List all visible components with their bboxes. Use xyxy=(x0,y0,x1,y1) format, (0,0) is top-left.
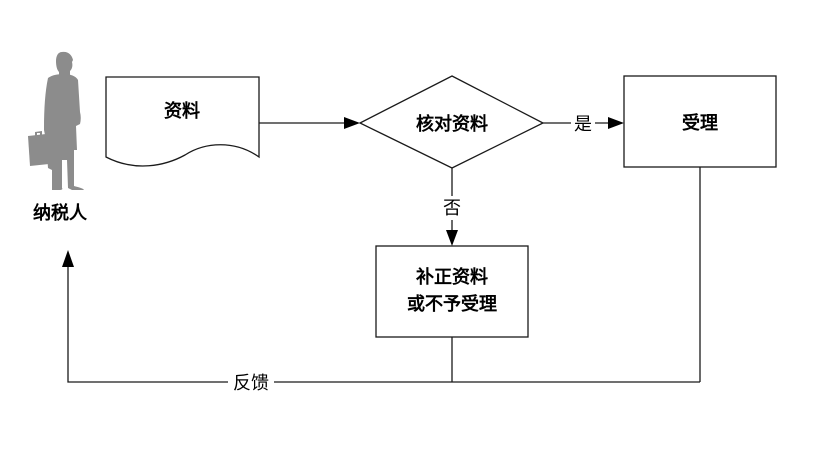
materials-document-node: 资料 xyxy=(105,76,260,167)
arrowhead-right-icon xyxy=(344,117,360,129)
edge-materials-to-verify xyxy=(259,117,360,129)
edge-verify-to-accept: 是 xyxy=(543,112,624,135)
correct-box xyxy=(375,245,529,338)
accept-process-node: 受理 xyxy=(623,75,777,168)
edge-verify-to-correct: 否 xyxy=(441,168,463,246)
document-shape xyxy=(105,76,260,167)
feedback-label: 反馈 xyxy=(233,373,269,394)
correct-label-line2: 或不予受理 xyxy=(407,293,497,315)
taxpayer-label: 纳税人 xyxy=(33,202,88,224)
verify-decision-node: 核对资料 xyxy=(358,75,545,169)
businessman-silhouette-icon xyxy=(28,51,84,190)
arrowhead-down-icon xyxy=(446,230,458,246)
arrowhead-up-icon xyxy=(62,250,74,267)
feedback-line xyxy=(67,264,700,383)
edge-feedback: 反馈 xyxy=(62,167,701,395)
verify-label: 核对资料 xyxy=(416,113,488,135)
taxpayer-actor: 纳税人 xyxy=(28,51,88,224)
yes-label: 是 xyxy=(574,114,592,135)
accept-label: 受理 xyxy=(682,112,718,134)
no-label: 否 xyxy=(443,198,461,219)
materials-label: 资料 xyxy=(164,100,200,122)
correct-or-reject-process-node: 补正资料 或不予受理 xyxy=(375,245,529,338)
correct-label-line1: 补正资料 xyxy=(415,266,488,288)
arrowhead-right-icon xyxy=(608,117,624,129)
